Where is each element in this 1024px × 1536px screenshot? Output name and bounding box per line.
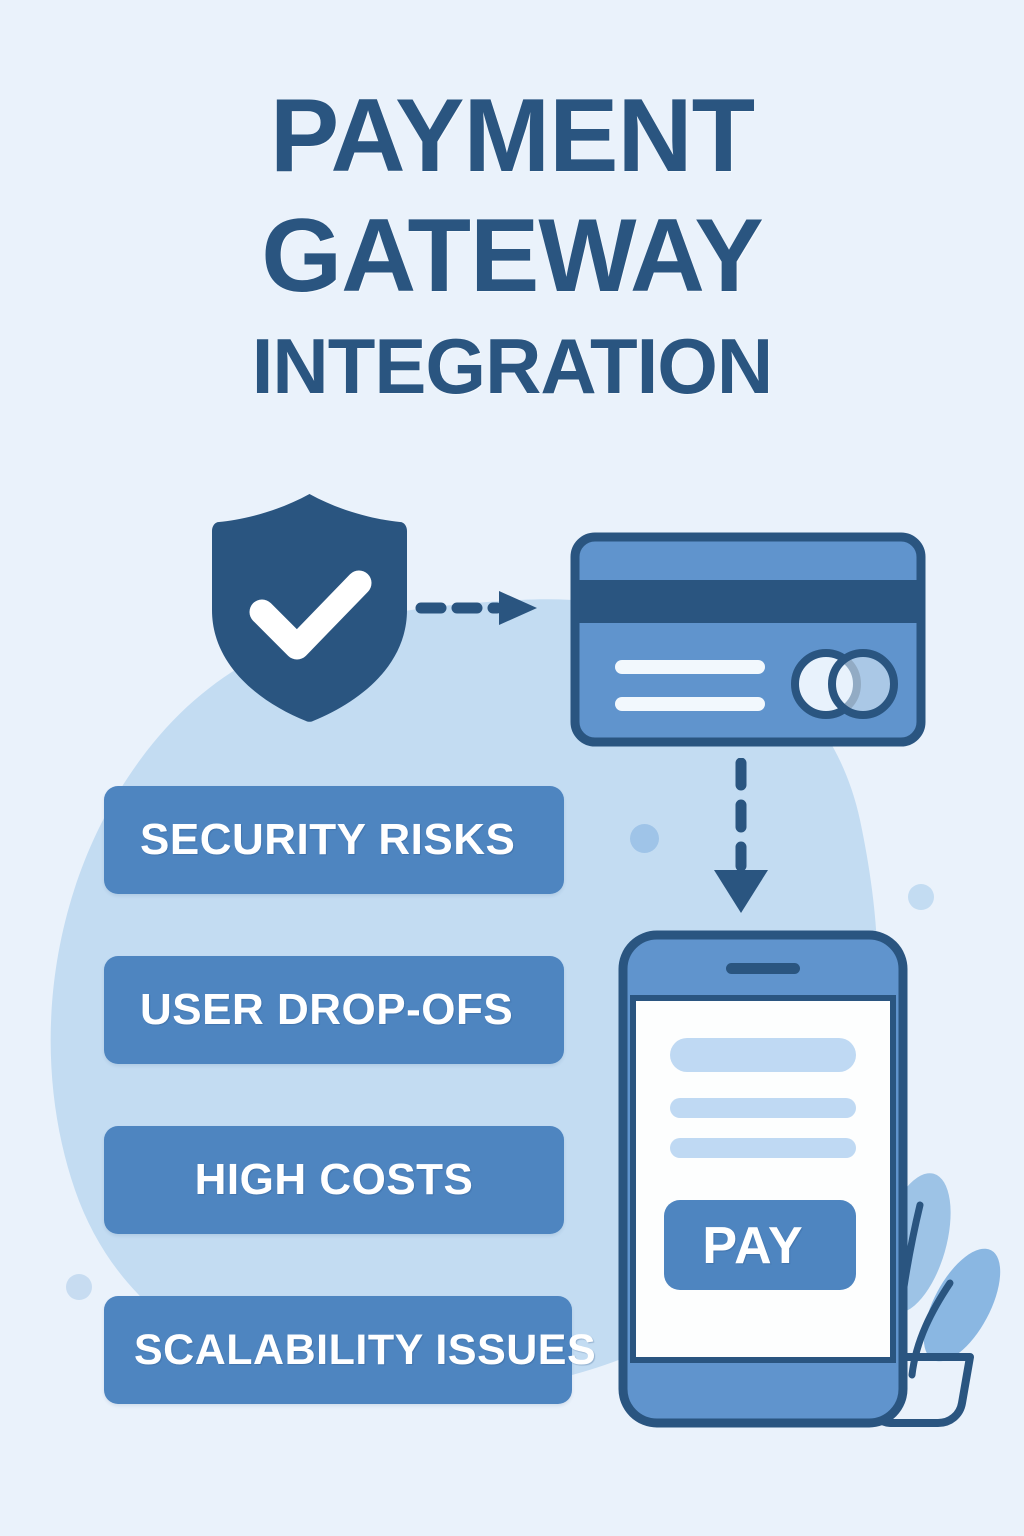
issue-pill-label: SCALABILITY ISSUES [134, 1325, 597, 1374]
decorative-dot [630, 824, 659, 853]
shield-body [212, 494, 407, 722]
shield-check-icon [212, 494, 407, 722]
screen-placeholder-bar [670, 1038, 856, 1072]
page-title: PAYMENT GATEWAY INTEGRATION [0, 78, 1024, 410]
issue-pill-high-costs[interactable]: HIGH COSTS [104, 1126, 564, 1234]
card-line [615, 697, 765, 711]
plant-stem [908, 1279, 954, 1379]
decorative-dot [66, 1274, 92, 1300]
title-line-2: GATEWAY [261, 197, 764, 314]
check-mark [249, 570, 372, 660]
plant-leaf [923, 1248, 1001, 1362]
smartphone-icon [618, 930, 908, 1428]
pay-button[interactable] [664, 1200, 856, 1290]
card-logo-circle [828, 649, 898, 719]
arrow-right-dashed-icon [415, 591, 537, 625]
arrow-head [499, 591, 537, 625]
issue-pill-security-risks[interactable]: SECURITY RISKS [104, 786, 564, 894]
title-line-1: PAYMENT [269, 78, 755, 194]
credit-card-icon [570, 532, 926, 747]
issue-pill-label: USER DROP-OFS [140, 985, 514, 1034]
card-line [615, 660, 765, 674]
issue-pill-label: HIGH COSTS [194, 1155, 474, 1204]
screen-placeholder-line [670, 1098, 856, 1118]
decorative-dot [908, 884, 934, 910]
issue-pill-scalability-issues[interactable]: SCALABILITY ISSUES [104, 1296, 596, 1404]
title-line-3: INTEGRATION [251, 321, 774, 410]
screen-placeholder-line [670, 1138, 856, 1158]
issue-pill-user-drop-offs[interactable]: USER DROP-OFS [104, 956, 564, 1064]
issues-list: SECURITY RISKS USER DROP-OFS HIGH COSTS … [104, 786, 596, 1466]
phone-speaker [726, 963, 800, 974]
arrow-head [714, 870, 768, 913]
issue-pill-label: SECURITY RISKS [140, 815, 516, 864]
arrow-down-dashed-icon [714, 758, 768, 913]
card-magnetic-stripe [579, 580, 917, 623]
